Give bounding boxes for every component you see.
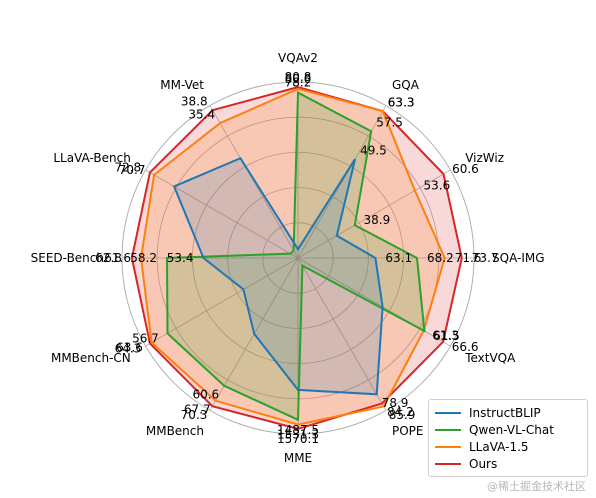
value-label: 66.6 xyxy=(452,340,479,354)
value-label: 78.9 xyxy=(382,396,409,410)
axis-label-mmbench-cn: MMBench-CN xyxy=(51,351,131,365)
value-label: 63.3 xyxy=(388,96,415,110)
legend-swatch-qwen-vl-chat xyxy=(435,428,461,431)
value-label: 1531.3 xyxy=(277,428,319,442)
series-fill-instructblip xyxy=(174,158,383,395)
value-label: 62.8 xyxy=(95,251,122,265)
series-line-qwen-vl-chat xyxy=(165,90,426,422)
value-label: 61.5 xyxy=(433,329,460,343)
axis-label-llava-bench: LLaVA-Bench xyxy=(53,151,130,165)
legend-item-llava-1-5: LLaVA-1.5 xyxy=(435,438,581,455)
series-fill-qwen-vl-chat xyxy=(167,92,425,420)
value-label: 57.5 xyxy=(376,116,403,130)
series-fill-llava-1-5 xyxy=(141,88,445,425)
legend-swatch-llava-1-5 xyxy=(435,445,461,448)
value-label: 1570.1 xyxy=(277,432,319,446)
value-label: 68.2 xyxy=(427,251,454,265)
legend-swatch-instructblip xyxy=(435,411,461,414)
series-line-instructblip xyxy=(172,156,384,396)
axis-label-vqav2: VQAv2 xyxy=(278,51,318,65)
grid-spoke xyxy=(297,257,387,411)
value-label: 71.6 xyxy=(455,251,482,265)
legend-item-instructblip: InstructBLIP xyxy=(435,404,581,421)
axis-label-pope: POPE xyxy=(392,424,424,438)
legend-swatch-ours xyxy=(435,462,461,465)
legend-label-ours: Ours xyxy=(469,456,498,471)
grid-spoke xyxy=(297,169,451,259)
legend-item-ours: Ours xyxy=(435,455,581,472)
legend-item-qwen-vl-chat: Qwen-VL-Chat xyxy=(435,421,581,438)
value-label: 72.8 xyxy=(114,161,141,175)
value-label: 61.3 xyxy=(432,329,459,343)
axis-label-mmbench: MMBench xyxy=(146,424,204,438)
value-label: 70.7 xyxy=(119,163,146,177)
legend: InstructBLIP Qwen-VL-Chat LLaVA-1.5 Ours xyxy=(428,399,588,477)
axis-label-seed-bench: SEED-Bench xyxy=(31,251,104,265)
watermark: @稀土掘金技术社区 xyxy=(487,480,586,493)
value-label: 80.0 xyxy=(285,72,312,86)
value-label: 63.3 xyxy=(388,96,415,110)
value-label: 35.4 xyxy=(188,107,215,121)
value-label: 61.6 xyxy=(104,251,131,265)
value-label: 38.9 xyxy=(364,213,391,227)
axis-label-sqa-img: SQA-IMG xyxy=(492,251,545,265)
legend-label-llava-1-5: LLaVA-1.5 xyxy=(469,439,529,454)
value-label: 84.2 xyxy=(387,405,414,419)
value-label: 80.8 xyxy=(285,70,312,84)
grid-spoke xyxy=(209,105,299,259)
grid-spoke xyxy=(145,169,299,259)
value-label: 85.9 xyxy=(389,408,416,422)
series-line-ours xyxy=(130,86,463,430)
axis-label-vizwiz: VizWiz xyxy=(465,151,504,165)
legend-label-instructblip: InstructBLIP xyxy=(469,405,541,420)
grid-spoke xyxy=(145,257,299,347)
axis-label-textvqa: TextVQA xyxy=(464,351,516,365)
axis-label-gqa: GQA xyxy=(392,78,420,92)
axis-label-mme: MME xyxy=(284,451,312,465)
value-label: 64.3 xyxy=(115,342,142,356)
legend-label-qwen-vl-chat: Qwen-VL-Chat xyxy=(469,422,554,437)
value-label: 70.3 xyxy=(181,408,208,422)
value-label: 58.2 xyxy=(130,251,157,265)
axis-label-mm-vet: MM-Vet xyxy=(160,78,204,92)
value-label: 73.7 xyxy=(472,251,499,265)
value-label: 63.1 xyxy=(385,251,412,265)
value-label: 1487.5 xyxy=(277,423,319,437)
value-label: 60.6 xyxy=(452,162,479,176)
value-label: 49.5 xyxy=(360,143,387,157)
value-label: 53.6 xyxy=(424,179,451,193)
value-label: 60.6 xyxy=(192,387,219,401)
value-label: 53.4 xyxy=(167,251,194,265)
value-label: 63.6 xyxy=(116,341,143,355)
value-label: 38.8 xyxy=(181,95,208,109)
value-label: 67.7 xyxy=(184,402,211,416)
series-line-llava-1-5 xyxy=(139,87,446,426)
value-label: 56.7 xyxy=(132,331,159,345)
value-label: 78.2 xyxy=(285,76,312,90)
